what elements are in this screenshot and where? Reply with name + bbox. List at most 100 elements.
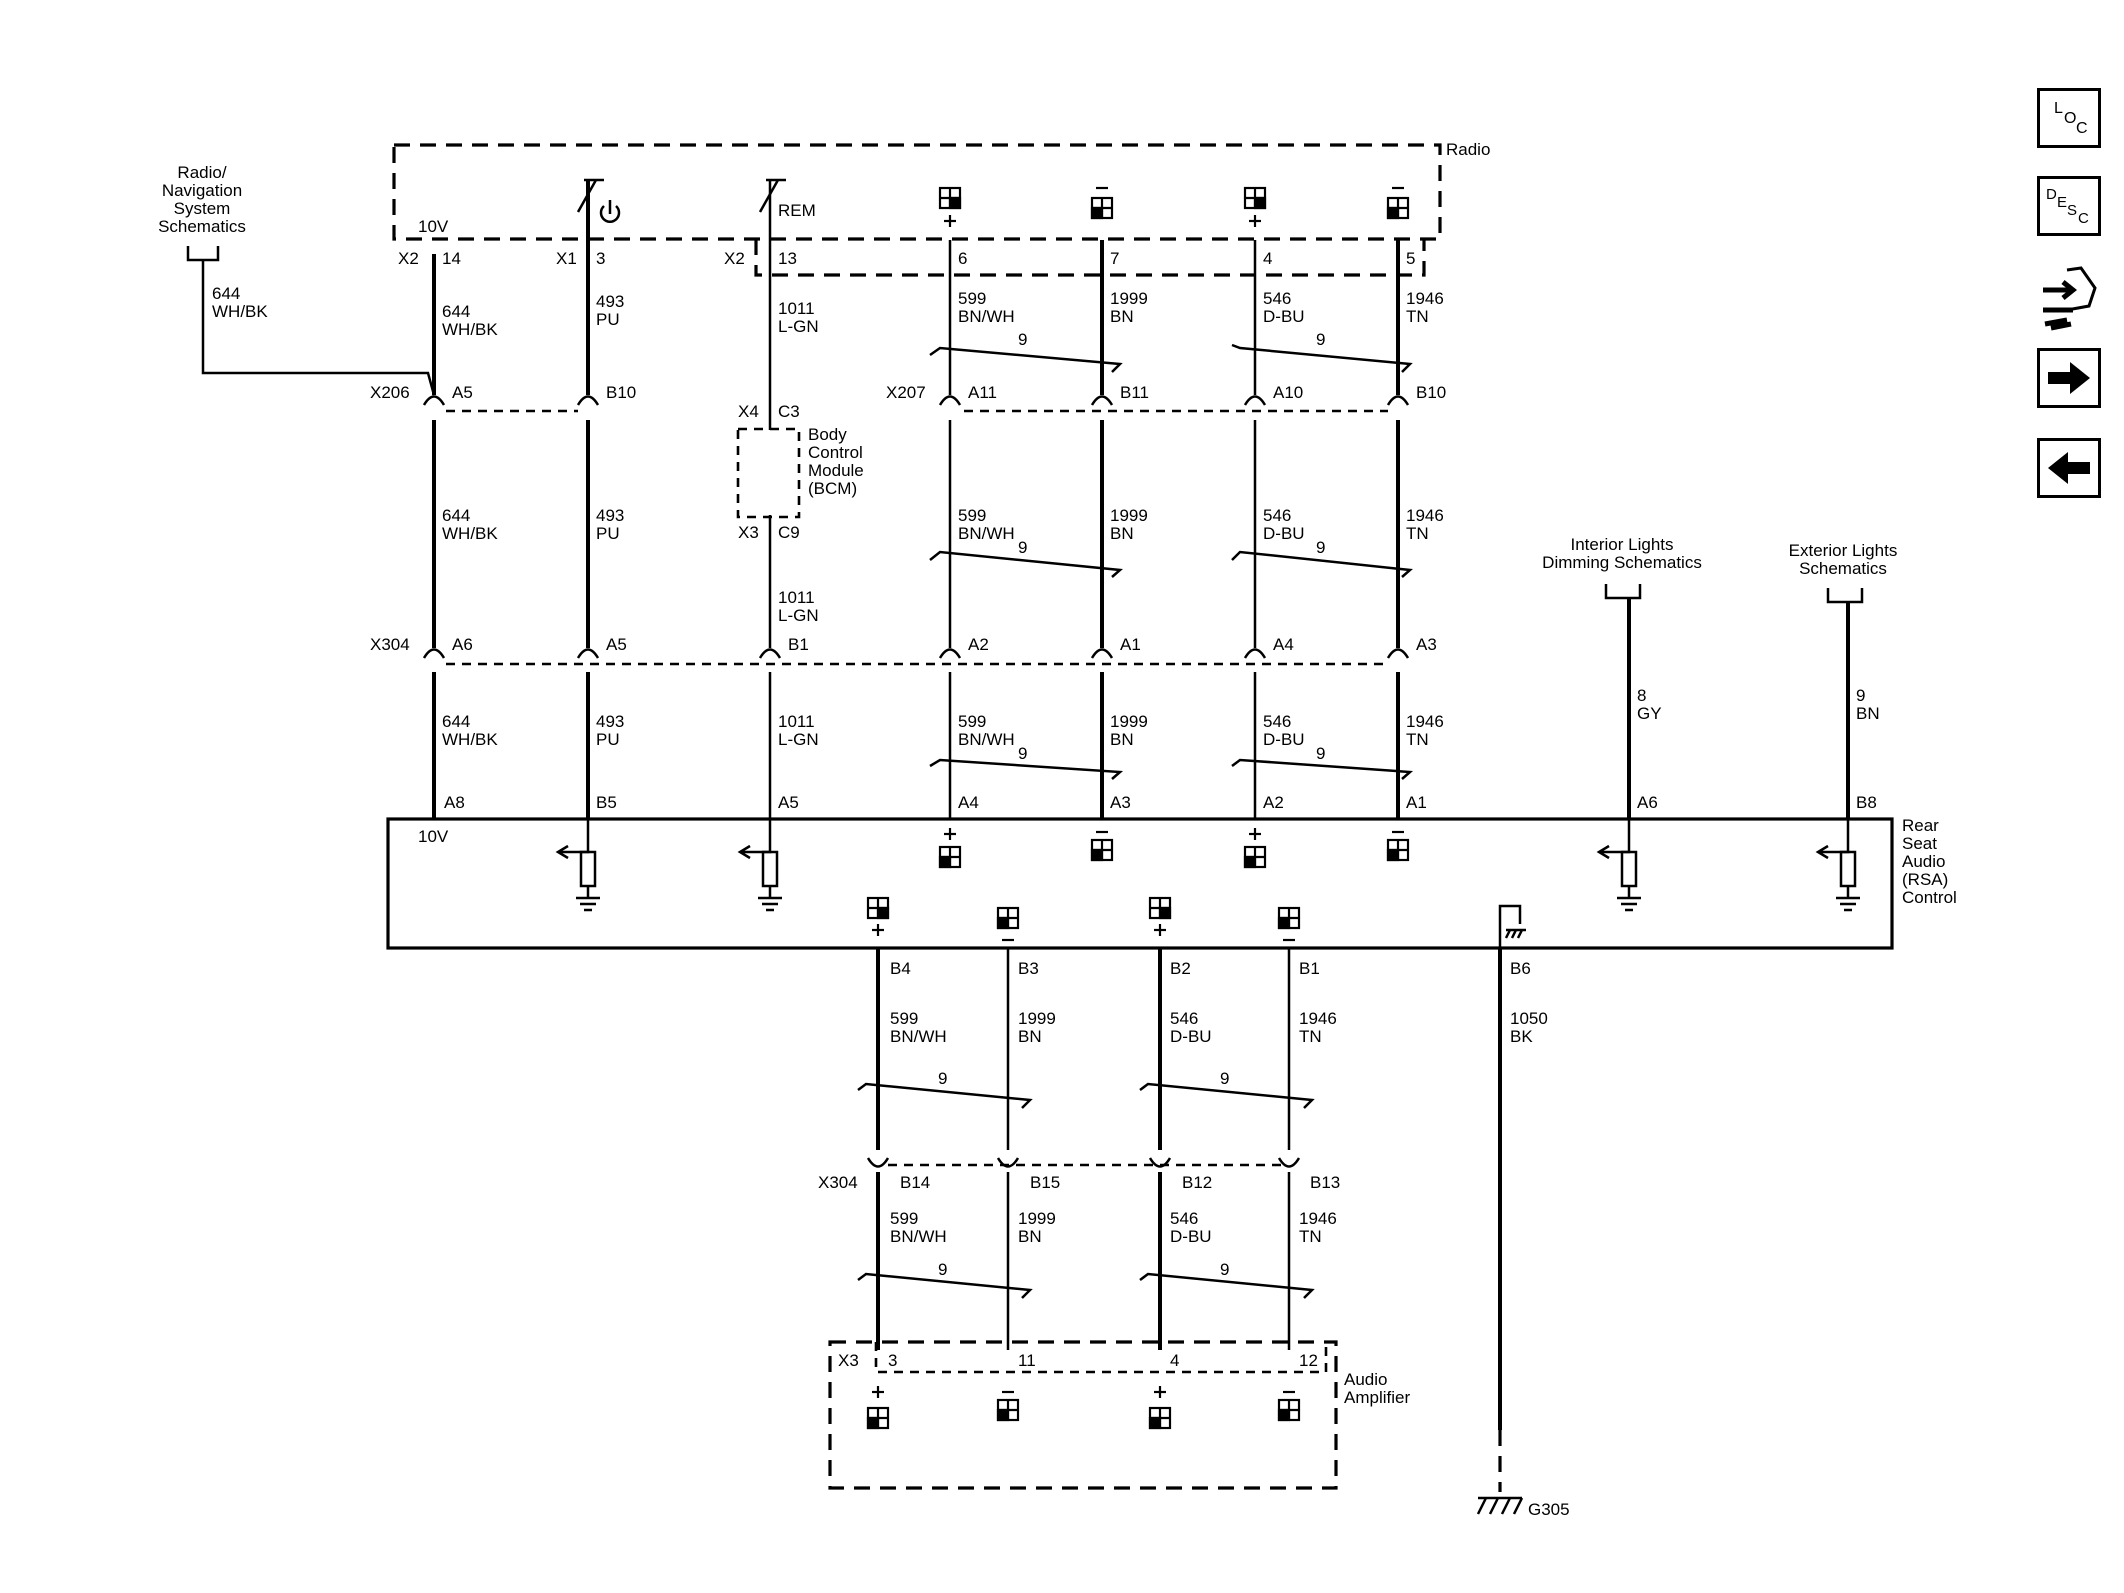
svg-text:PU: PU bbox=[596, 524, 620, 543]
input-resistor-4 bbox=[1815, 819, 1860, 912]
amp-speaker-symbols bbox=[866, 1386, 1301, 1430]
svg-text:B13: B13 bbox=[1310, 1173, 1340, 1192]
svg-text:X4: X4 bbox=[738, 402, 759, 421]
svg-text:A2: A2 bbox=[1263, 793, 1284, 812]
svg-text:E: E bbox=[2057, 194, 2067, 211]
svg-text:A2: A2 bbox=[968, 635, 989, 654]
svg-text:9: 9 bbox=[1018, 538, 1027, 557]
svg-text:Schematics: Schematics bbox=[158, 217, 246, 236]
svg-text:Radio/: Radio/ bbox=[177, 163, 226, 182]
svg-text:9: 9 bbox=[1316, 330, 1325, 349]
svg-text:B14: B14 bbox=[900, 1173, 930, 1192]
next-page-button[interactable] bbox=[2037, 348, 2101, 408]
previous-page-button[interactable] bbox=[2037, 438, 2101, 498]
radio-label: Radio bbox=[1446, 140, 1490, 159]
svg-text:B2: B2 bbox=[1170, 959, 1191, 978]
rsa-internal-symbols: 10V bbox=[418, 819, 1860, 948]
svg-text:A4: A4 bbox=[1273, 635, 1294, 654]
rsa-speaker-minus-in-1 bbox=[1090, 830, 1114, 862]
amp-pins: X3 3 11 4 12 bbox=[838, 1351, 1318, 1370]
rsa-speaker-plus-in-1 bbox=[938, 828, 962, 869]
amp-label: Audio Amplifier bbox=[1344, 1370, 1410, 1407]
rsa-control-block bbox=[386, 817, 1894, 950]
svg-text:A6: A6 bbox=[452, 635, 473, 654]
rsa-speaker-minus-in-2 bbox=[1386, 830, 1410, 862]
svg-text:1999: 1999 bbox=[1110, 289, 1148, 308]
svg-text:9: 9 bbox=[1220, 1260, 1229, 1279]
svg-text:644: 644 bbox=[442, 712, 470, 731]
rsa-speaker-plus-out-2 bbox=[1148, 896, 1172, 936]
input-resistor-2 bbox=[737, 819, 782, 912]
radio-pin-labels: X2 14 X1 3 X2 13 6 7 4 5 bbox=[398, 249, 1415, 268]
svg-text:493: 493 bbox=[596, 292, 624, 311]
svg-text:9: 9 bbox=[938, 1260, 947, 1279]
svg-text:B5: B5 bbox=[596, 793, 617, 812]
svg-text:493: 493 bbox=[596, 712, 624, 731]
speaker-plus-icon-r2 bbox=[1243, 186, 1267, 227]
x206-x207-labels: X206 A5 B10 X207 A11 B11 A10 B10 bbox=[370, 383, 1446, 402]
svg-text:Control: Control bbox=[808, 443, 863, 462]
svg-text:Body: Body bbox=[808, 425, 847, 444]
arrow-right-icon bbox=[2048, 362, 2090, 394]
speaker-plus-icon-r1 bbox=[938, 186, 962, 227]
svg-text:A1: A1 bbox=[1406, 793, 1427, 812]
svg-text:A5: A5 bbox=[452, 383, 473, 402]
svg-text:GY: GY bbox=[1637, 704, 1662, 723]
svg-text:System: System bbox=[174, 199, 231, 218]
svg-text:A8: A8 bbox=[444, 793, 465, 812]
svg-text:Audio: Audio bbox=[1902, 852, 1945, 871]
svg-text:D-BU: D-BU bbox=[1170, 1027, 1212, 1046]
rsa-speaker-minus-out-2 bbox=[1277, 906, 1301, 942]
ref-interior-lights[interactable]: Interior Lights Dimming Schematics bbox=[1542, 535, 1702, 572]
svg-text:(BCM): (BCM) bbox=[808, 479, 857, 498]
svg-text:11: 11 bbox=[1018, 1351, 1036, 1370]
svg-text:A1: A1 bbox=[1120, 635, 1141, 654]
loc-icon: LOC bbox=[2054, 100, 2088, 137]
svg-text:S: S bbox=[2067, 202, 2077, 219]
wire-nav-644 bbox=[201, 260, 436, 396]
svg-text:D-BU: D-BU bbox=[1263, 307, 1305, 326]
svg-text:644: 644 bbox=[212, 284, 240, 303]
rsa-speaker-plus-out-1 bbox=[866, 896, 890, 936]
svg-text:3: 3 bbox=[596, 249, 605, 268]
svg-text:599: 599 bbox=[890, 1009, 918, 1028]
svg-text:X207: X207 bbox=[886, 383, 926, 402]
ref-exterior-lights[interactable]: Exterior Lights Schematics bbox=[1789, 541, 1898, 578]
svg-text:WH/BK: WH/BK bbox=[442, 320, 498, 339]
svg-text:WH/BK: WH/BK bbox=[212, 302, 268, 321]
connector-cavities-lower bbox=[866, 1157, 1301, 1168]
twist-markers-lower bbox=[857, 1082, 1315, 1299]
bcm-block bbox=[736, 427, 801, 519]
input-resistor-3 bbox=[1596, 819, 1641, 912]
svg-text:TN: TN bbox=[1406, 524, 1429, 543]
svg-text:TN: TN bbox=[1299, 1227, 1322, 1246]
rsa-amp-wires bbox=[876, 948, 1502, 1492]
svg-text:A3: A3 bbox=[1416, 635, 1437, 654]
svg-text:6: 6 bbox=[958, 249, 967, 268]
svg-text:BN: BN bbox=[1110, 524, 1134, 543]
ref-nav-schematics[interactable]: Radio/ Navigation System Schematics bbox=[158, 163, 246, 236]
rsa-speaker-minus-out-1 bbox=[996, 906, 1020, 942]
svg-text:BN/WH: BN/WH bbox=[958, 307, 1015, 326]
svg-text:1999: 1999 bbox=[1018, 1009, 1056, 1028]
svg-text:1946: 1946 bbox=[1406, 712, 1444, 731]
svg-text:A4: A4 bbox=[958, 793, 979, 812]
svg-text:D-BU: D-BU bbox=[1263, 730, 1305, 749]
svg-text:1050: 1050 bbox=[1510, 1009, 1548, 1028]
svg-text:A5: A5 bbox=[606, 635, 627, 654]
svg-text:Audio: Audio bbox=[1344, 1370, 1387, 1389]
svg-text:BN: BN bbox=[1018, 1027, 1042, 1046]
ground-g305-label: G305 bbox=[1528, 1500, 1570, 1519]
svg-text:B11: B11 bbox=[1120, 383, 1149, 402]
svg-text:Interior Lights: Interior Lights bbox=[1571, 535, 1674, 554]
svg-text:9: 9 bbox=[938, 1069, 947, 1088]
connector-views-button[interactable] bbox=[2037, 262, 2101, 338]
svg-text:BN/WH: BN/WH bbox=[958, 524, 1015, 543]
svg-text:493: 493 bbox=[596, 506, 624, 525]
